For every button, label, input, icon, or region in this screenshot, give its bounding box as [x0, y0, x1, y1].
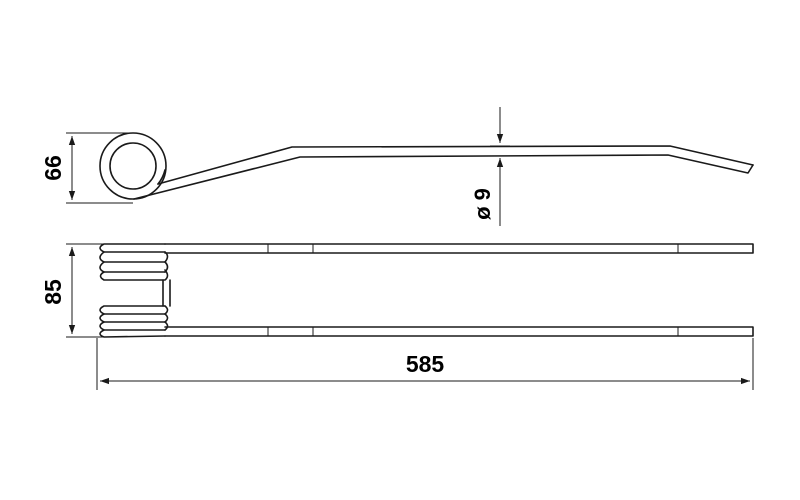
dimension-overall-width: 85: [40, 243, 104, 338]
bar-tick-marks: [267, 244, 679, 336]
tine-arm-bottom-edge: [133, 154, 754, 200]
upper-tine-bar: [164, 243, 754, 254]
wire-diameter-label: ø 9: [470, 188, 495, 220]
tine-arm-top-edge: [157, 145, 754, 185]
dimension-overall-length: 585: [96, 338, 754, 390]
coil-connecting-loop: [162, 279, 171, 307]
upper-coil-windings: [99, 243, 169, 281]
coil-inner-circle: [109, 142, 157, 190]
dimension-wire-diameter: ø 9: [470, 107, 510, 226]
side-view: [99, 132, 754, 200]
dimension-coil-height: 66: [40, 132, 133, 204]
lower-coil-windings: [99, 305, 169, 338]
overall-width-label: 85: [40, 279, 66, 305]
coil-height-label: 66: [40, 155, 66, 181]
coil-arm-join: [157, 169, 166, 185]
top-view: [99, 243, 754, 338]
overall-length-label: 585: [406, 351, 445, 377]
lower-tine-bar: [164, 326, 754, 337]
